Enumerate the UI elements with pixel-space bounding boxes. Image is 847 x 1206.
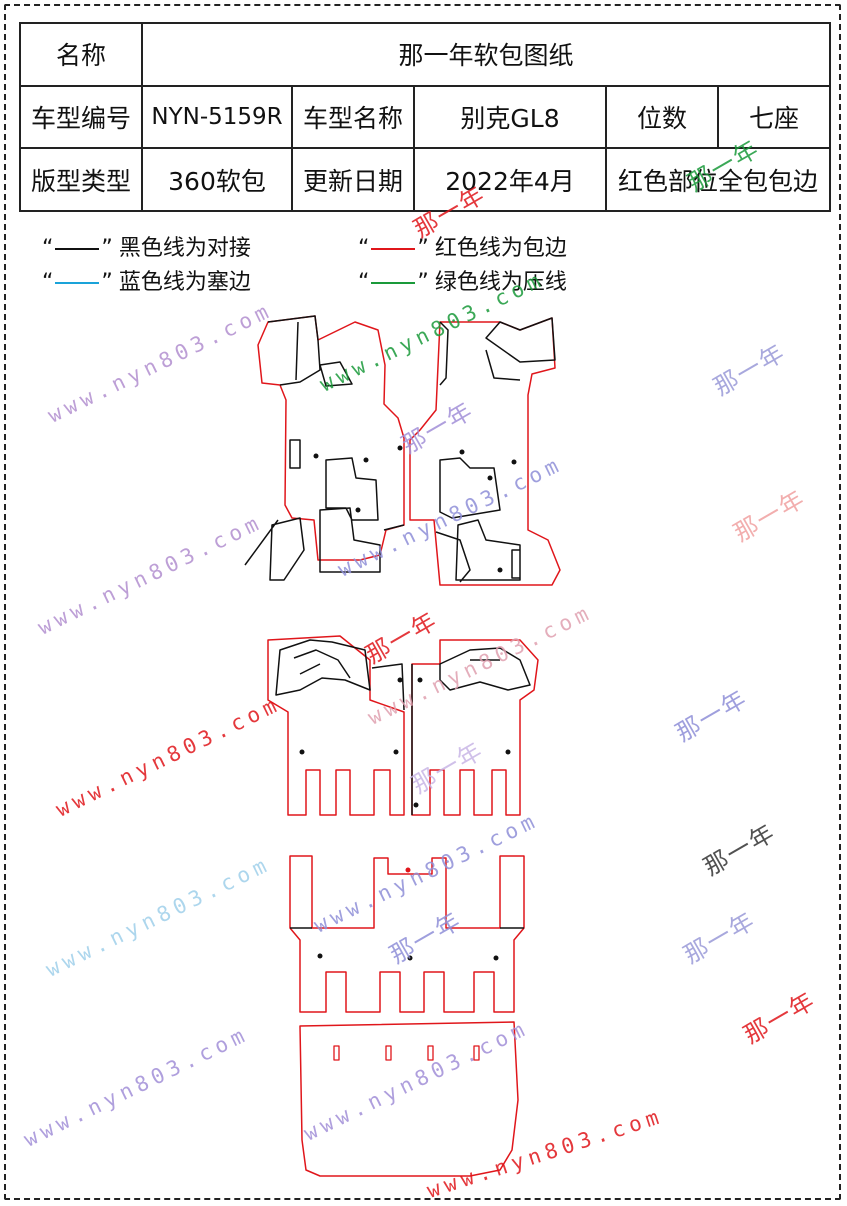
- model-name-value: 别克GL8: [413, 84, 607, 150]
- legend-line-blue: [55, 282, 100, 284]
- legend-quote-open: “: [42, 236, 54, 261]
- legend-quote-open: “: [358, 270, 370, 295]
- model-name-label: 车型名称: [291, 84, 415, 150]
- name-value: 那一年软包图纸: [140, 22, 832, 87]
- legend-item-green: “ ”绿色线为压线: [358, 264, 567, 296]
- legend-line-red: [371, 248, 416, 250]
- spec-table: 名称 那一年软包图纸 车型编号 NYN-5159R 车型名称 别克GL8 位数 …: [19, 22, 832, 212]
- legend-item-blue: “ ”蓝色线为塞边: [42, 264, 251, 296]
- legend-quote-close: ”: [101, 236, 113, 261]
- name-label: 名称: [19, 22, 143, 87]
- page-border: [4, 4, 841, 1200]
- spec-row-model: 车型编号 NYN-5159R 车型名称 别克GL8 位数 七座: [19, 84, 832, 150]
- type-label: 版型类型: [19, 147, 143, 212]
- legend-line-black: [55, 248, 100, 250]
- date-label: 更新日期: [291, 147, 415, 212]
- coverage-note: 红色部位全包包边: [604, 147, 832, 212]
- legend-text: 绿色线为压线: [434, 270, 567, 295]
- legend-text: 红色线为包边: [434, 236, 567, 261]
- front-left-mat: [244, 315, 405, 581]
- trunk-mat: [299, 1021, 519, 1177]
- legend-line-green: [371, 282, 416, 284]
- model-code-value: NYN-5159R: [141, 84, 293, 150]
- second-row-right-mat: [411, 639, 539, 816]
- legend-quote-open: “: [42, 270, 54, 295]
- model-code-label: 车型编号: [19, 84, 143, 150]
- front-right-mat: [409, 317, 561, 586]
- legend-quote-close: ”: [101, 270, 113, 295]
- date-value: 2022年4月: [413, 147, 607, 212]
- seats-value: 七座: [716, 84, 832, 150]
- type-value: 360软包: [141, 147, 293, 212]
- legend-text: 黑色线为对接: [118, 236, 251, 261]
- spec-row-name: 名称 那一年软包图纸: [19, 22, 832, 87]
- second-row-left-mat: [267, 635, 405, 816]
- legend-item-black: “ ”黑色线为对接: [42, 230, 251, 262]
- legend-quote-close: ”: [417, 236, 429, 261]
- legend-quote-open: “: [358, 236, 370, 261]
- legend-item-red: “ ”红色线为包边: [358, 230, 567, 262]
- legend-quote-close: ”: [417, 270, 429, 295]
- third-row-mat: [289, 855, 525, 1013]
- legend-text: 蓝色线为塞边: [118, 270, 251, 295]
- seats-label: 位数: [605, 84, 719, 150]
- spec-row-type: 版型类型 360软包 更新日期 2022年4月 红色部位全包包边: [19, 147, 832, 212]
